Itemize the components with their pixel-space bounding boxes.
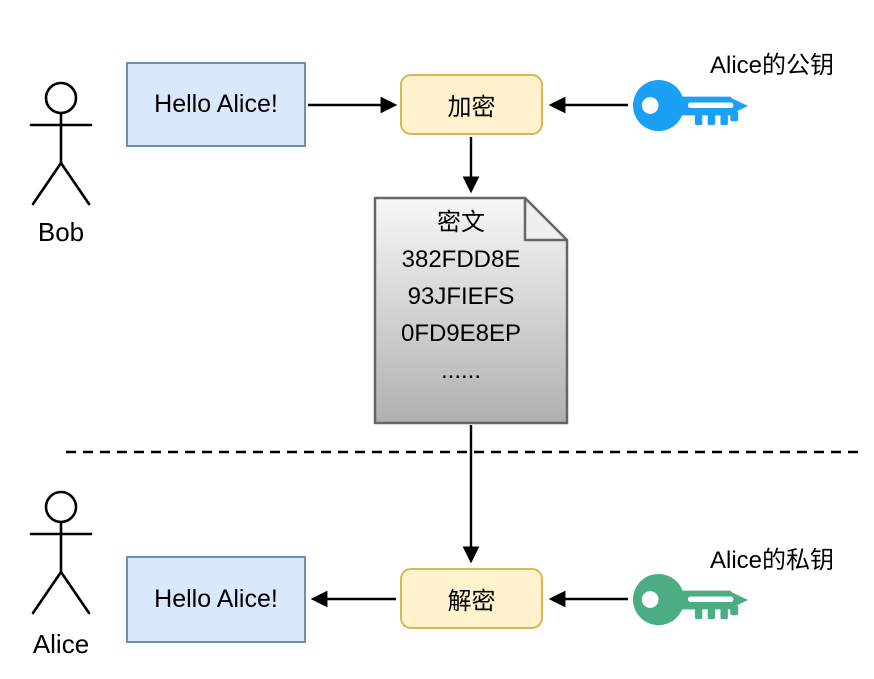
ciphertext-document-shape xyxy=(373,196,569,425)
plaintext-text-top: Hello Alice! xyxy=(154,90,278,118)
ciphertext-document-text: 密文 382FDD8E 93JFIEFS 0FD9E8EP ...... xyxy=(371,204,551,389)
decrypt-box: 解密 xyxy=(400,568,543,629)
decrypt-label: 解密 xyxy=(447,588,496,615)
plaintext-box-bottom: Hello Alice! xyxy=(126,556,306,643)
public-key-icon xyxy=(632,79,749,132)
ciphertext-line: 93JFIEFS xyxy=(407,283,515,310)
encrypt-label: 加密 xyxy=(447,94,496,121)
ciphertext-line: 0FD9E8EP xyxy=(400,320,522,347)
actor-label-bob: Bob xyxy=(37,217,85,247)
actor-figure-alice xyxy=(29,490,93,615)
plaintext-text-bottom: Hello Alice! xyxy=(154,585,278,613)
public-key-label: Alice的公钥 xyxy=(709,52,835,79)
actor-label-alice: Alice xyxy=(32,629,90,659)
ciphertext-line: 382FDD8E xyxy=(401,246,521,273)
ciphertext-ellipsis: ...... xyxy=(440,357,481,384)
plaintext-box-top: Hello Alice! xyxy=(126,62,306,147)
private-key-label: Alice的私钥 xyxy=(709,547,835,574)
private-key-icon xyxy=(632,573,749,626)
encrypt-box: 加密 xyxy=(400,74,543,135)
actor-figure-bob xyxy=(29,81,93,206)
ciphertext-title: 密文 xyxy=(437,209,485,236)
